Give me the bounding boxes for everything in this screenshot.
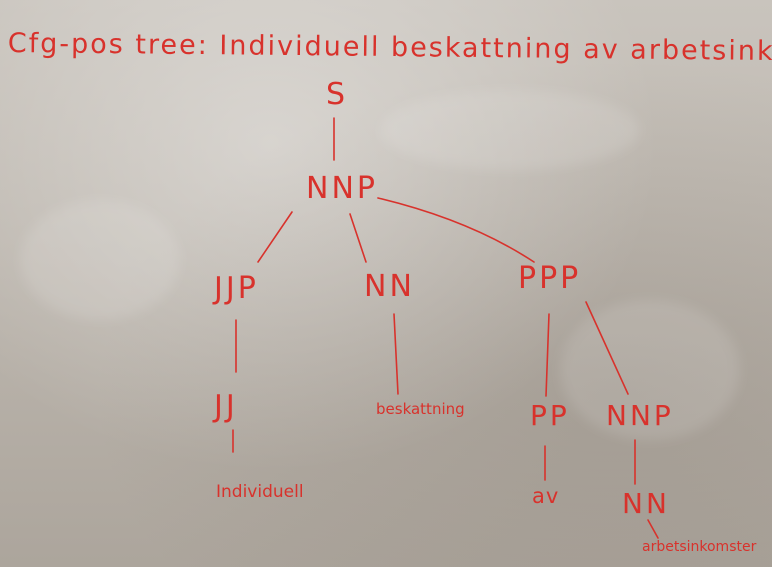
word-arbetsinkomster: arbetsinkomster xyxy=(642,539,757,555)
eraser-smear xyxy=(380,90,640,170)
node-jj: JJ xyxy=(214,389,238,424)
node-nnp-low: NNP xyxy=(606,399,674,432)
edge-nnp-nn xyxy=(349,213,367,263)
node-pp: PP xyxy=(530,399,570,432)
word-individuell: Individuell xyxy=(216,482,304,502)
word-av: av xyxy=(532,484,560,508)
node-nn-low: NN xyxy=(622,487,670,520)
edge-nnp-ppp xyxy=(377,197,535,263)
node-nn-mid: NN xyxy=(364,269,415,304)
node-ppp: PPP xyxy=(518,261,582,296)
edge-ppp-nnp xyxy=(585,301,629,395)
node-nnp-top: NNP xyxy=(306,171,378,206)
edge-ppp-pp xyxy=(545,313,550,397)
edge-nnp-jjp xyxy=(257,211,293,263)
node-s: S xyxy=(326,77,347,112)
eraser-smear xyxy=(560,300,740,440)
word-beskattning: beskattning xyxy=(376,400,465,418)
edge-nn-word xyxy=(393,313,399,395)
node-jjp: JJP xyxy=(214,271,259,306)
edge-nn-arbetsinkomster xyxy=(647,519,659,539)
eraser-smear xyxy=(20,200,180,320)
